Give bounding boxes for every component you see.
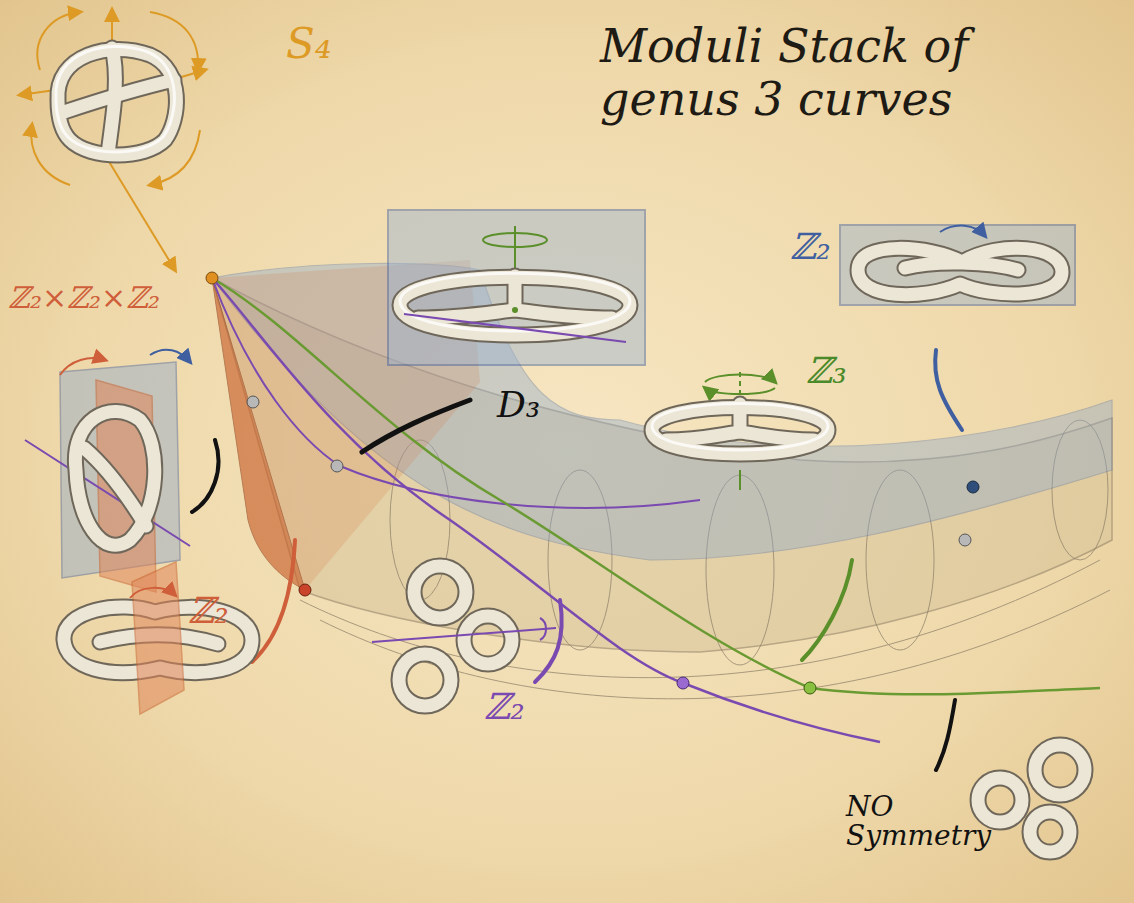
z2-purple-surface bbox=[372, 566, 556, 706]
diagram-title: Moduli Stack of genus 3 curves bbox=[600, 20, 1060, 126]
z2cubed-surface bbox=[25, 350, 190, 592]
symmetry-group-label: ℤ₃ bbox=[806, 352, 876, 390]
symmetry-group-label: ℤ₂×ℤ₂×ℤ₂ bbox=[8, 282, 208, 314]
symmetry-group-label: D₃ bbox=[497, 386, 577, 424]
leader-strokes bbox=[192, 350, 962, 770]
moduli-space bbox=[206, 260, 1112, 742]
s4-surface bbox=[20, 10, 205, 270]
asymmetric-surface bbox=[978, 745, 1085, 852]
symmetry-group-label: ℤ₂ bbox=[188, 592, 248, 630]
symmetry-group-label: ℤ₂ bbox=[790, 228, 838, 266]
symmetry-group-label: S₄ bbox=[286, 22, 366, 66]
symmetry-group-label: ℤ₂ bbox=[484, 688, 544, 726]
z3-surface bbox=[652, 372, 828, 490]
z2-blue-surface bbox=[840, 225, 1075, 305]
z2-orange-surface bbox=[64, 562, 252, 714]
symmetry-note: NO Symmetry bbox=[846, 792, 996, 851]
d3-surface bbox=[388, 210, 645, 365]
